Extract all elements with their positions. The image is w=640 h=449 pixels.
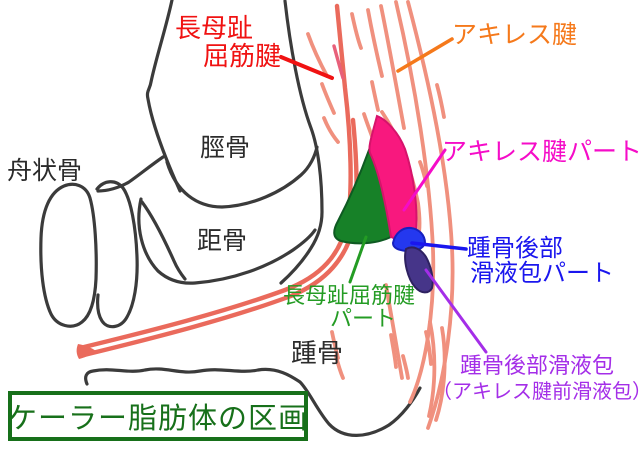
fiber-dash-12 (435, 83, 446, 119)
bursa-part-leader (410, 241, 468, 251)
achilles-part-label: アキレス腱パート (442, 137, 640, 166)
fiber-dash-14 (389, 333, 398, 369)
talus-outline (137, 197, 317, 285)
leader-lines (279, 37, 488, 354)
fiber-dash-13 (424, 330, 433, 366)
achilles-inner-edge (394, 0, 436, 404)
talus-neck-top-line (96, 155, 165, 193)
fiber-dash-11 (418, 160, 429, 188)
fiber-dash-15 (401, 354, 410, 380)
bone-outlines (39, 0, 422, 437)
bursa-part-label-line2: 滑液包パート (470, 259, 614, 287)
figure-title: ケーラー脂肪体の区画 (8, 401, 309, 435)
achilles-leader (396, 37, 454, 73)
fhl-part-leader (348, 235, 368, 284)
fiber-dash-3 (306, 32, 329, 78)
fiber-dash-17 (334, 354, 345, 380)
talus-neck-line (140, 200, 187, 281)
fhl-tendon-label-line2: 屈筋腱 (203, 42, 282, 72)
bursa-label-line1: 踵骨後部滑液包 (460, 354, 615, 379)
calcaneus-label: 踵骨 (291, 339, 344, 369)
fiber-dash-1 (366, 8, 384, 78)
fiber-dash-4 (320, 82, 336, 115)
achilles-part-leader (402, 148, 447, 212)
navicular-outline (39, 182, 98, 328)
fiber-dash-6 (332, 44, 345, 80)
tibia-left-edge (145, 0, 182, 193)
calcaneus-outline (84, 367, 422, 437)
bursa-leader (424, 268, 488, 354)
figure-title-box: ケーラー脂肪体の区画 (8, 391, 308, 441)
fiber-dash-5 (322, 116, 340, 144)
bursa-label-line2: （アキレス腱前滑液包） (432, 379, 640, 403)
bursa-part-label-line1: 踵骨後部 (467, 234, 563, 262)
tibia-right-edge (279, 0, 324, 285)
tibia-bottom-dome (165, 145, 319, 209)
fhl-tendon-leader (279, 55, 334, 80)
navicular-label: 舟状骨 (7, 156, 83, 185)
achilles-left-upper (379, 4, 406, 130)
achilles-label: アキレス腱 (452, 20, 578, 49)
talus-label: 距骨 (197, 226, 248, 255)
fhl-part-label-line1: 長母趾屈筋腱 (283, 284, 416, 309)
achilles-lower-inner (384, 283, 404, 380)
tibia-label: 脛骨 (200, 133, 251, 162)
fiber-dash-2 (350, 12, 363, 50)
cuneiform-outline (95, 180, 139, 329)
bursa-region (404, 246, 434, 294)
fhl-part-label-line2: パート (330, 307, 397, 332)
achilles-insertion-b (434, 326, 447, 422)
fhl-tendon-label-line1: 長母趾 (175, 14, 254, 44)
achilles-insertion-a (427, 320, 437, 418)
fhl-tendon-tip (76, 344, 96, 359)
fiber-dash-7 (370, 80, 380, 112)
